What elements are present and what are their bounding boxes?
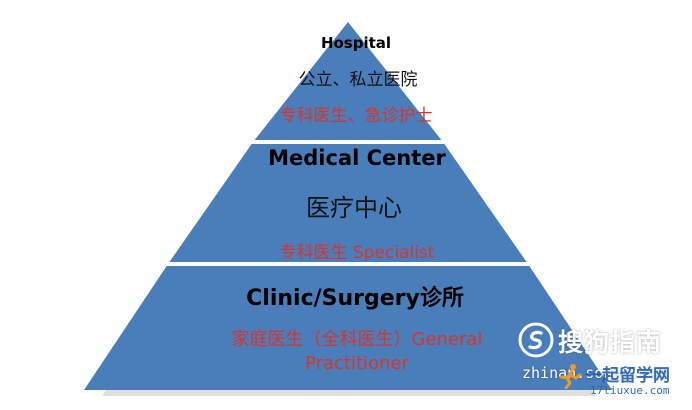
watermark-site-name: 一起留学网 <box>585 366 670 386</box>
tier-medical-center-shape <box>168 142 528 264</box>
tier-medical-center-title: Medical Center <box>268 146 446 170</box>
tier-clinic-staff-line1: 家庭医生（全科医生）General <box>231 329 483 350</box>
tier-medical-center-staff: 专科医生 Specialist <box>279 243 435 263</box>
sogou-s-logo-icon <box>518 322 554 358</box>
tier-hospital-subtitle: 公立、私立医院 <box>298 70 418 90</box>
watermark-url: zhinan.sogou.com <box>522 364 667 382</box>
tier-medical-center-subtitle: 医疗中心 <box>306 194 402 222</box>
tier-hospital-title: Hospital <box>320 34 392 52</box>
tier-clinic-shape <box>84 264 612 390</box>
watermark-brand: 搜狗指南 <box>558 328 663 357</box>
tier-hospital-staff: 专科医生、急诊护士 <box>279 106 433 126</box>
tier-hospital-shape <box>253 22 443 142</box>
watermark-site-url: 17liuxue.com <box>590 384 670 397</box>
tier-clinic-title: Clinic/Surgery诊所 <box>246 286 464 311</box>
tier-clinic-staff-line2: Practitioner <box>305 353 409 374</box>
runner-logo-icon <box>559 364 582 389</box>
